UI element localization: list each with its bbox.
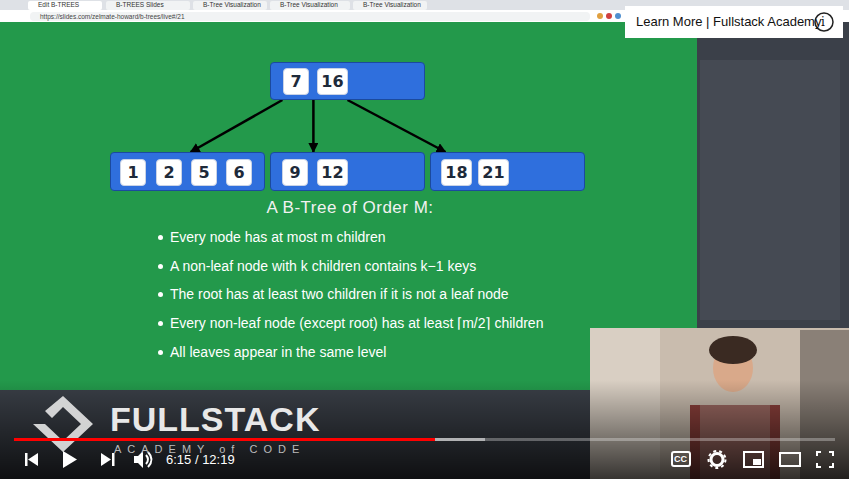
key-value: 12	[321, 163, 343, 182]
key-cell: 5	[191, 159, 217, 186]
key-cell: 18	[441, 159, 472, 186]
address-url: https://slides.com/zelmate-howard/b-tree…	[40, 13, 185, 20]
browser-tab: B-Tree Visualization	[280, 1, 338, 8]
bullet-text: The root has at least two children if it…	[170, 286, 509, 302]
bullet-dot	[158, 292, 163, 297]
bullet-text: Every node has at most m children	[170, 229, 386, 245]
key-cell: 7	[283, 68, 309, 95]
ad-card-text: Learn More | Fullstack Academy	[636, 14, 821, 29]
info-icon: i	[821, 15, 825, 29]
bullet-dot	[158, 350, 163, 355]
btree-node: 1 2 5 6	[110, 152, 265, 191]
key-cell: 2	[156, 159, 182, 186]
key-value: 18	[445, 163, 467, 182]
key-cell: 1	[120, 159, 146, 186]
key-value: 16	[321, 72, 343, 91]
tree-pointer	[191, 100, 283, 152]
browser-tab: B-TREES Slides	[116, 1, 164, 8]
browser-tab: B-Tree Visualization	[203, 1, 261, 8]
bullet-dot	[158, 321, 163, 326]
key-value: 1	[127, 163, 138, 182]
browser-tab: B-Tree Visualization	[363, 1, 421, 8]
btree-node: 1821	[430, 152, 585, 191]
tree-pointer	[348, 100, 446, 152]
cc-button: CC	[674, 454, 687, 464]
slide-title: A B-Tree of Order M:	[150, 198, 550, 218]
video-time: 6:15 / 12:19	[166, 452, 235, 467]
key-value: 5	[198, 163, 209, 182]
brand-logo: FULLSTACK	[110, 400, 320, 439]
bullet-dot	[158, 264, 163, 269]
bullet-text: A non-leaf node with k children contains…	[170, 258, 476, 274]
key-cell: 12	[317, 159, 348, 186]
key-cell: 6	[226, 159, 252, 186]
key-cell: 16	[317, 68, 348, 95]
key-value: 2	[163, 163, 174, 182]
key-cell: 9	[282, 159, 308, 186]
key-value: 9	[289, 163, 300, 182]
btree-node: 9 12	[270, 152, 425, 191]
bullet-text: All leaves appear in the same level	[170, 344, 386, 360]
bullet-dot	[158, 235, 163, 240]
bullet-text: Every non-leaf node (except root) has at…	[170, 315, 543, 331]
btree-node: 7 16	[270, 62, 425, 100]
key-cell: 21	[478, 159, 509, 186]
key-value: 21	[482, 163, 504, 182]
key-value: 6	[233, 163, 244, 182]
tree-pointer	[312, 100, 315, 152]
key-value: 7	[290, 72, 301, 91]
browser-tab: Edit B-TREES	[38, 1, 79, 8]
